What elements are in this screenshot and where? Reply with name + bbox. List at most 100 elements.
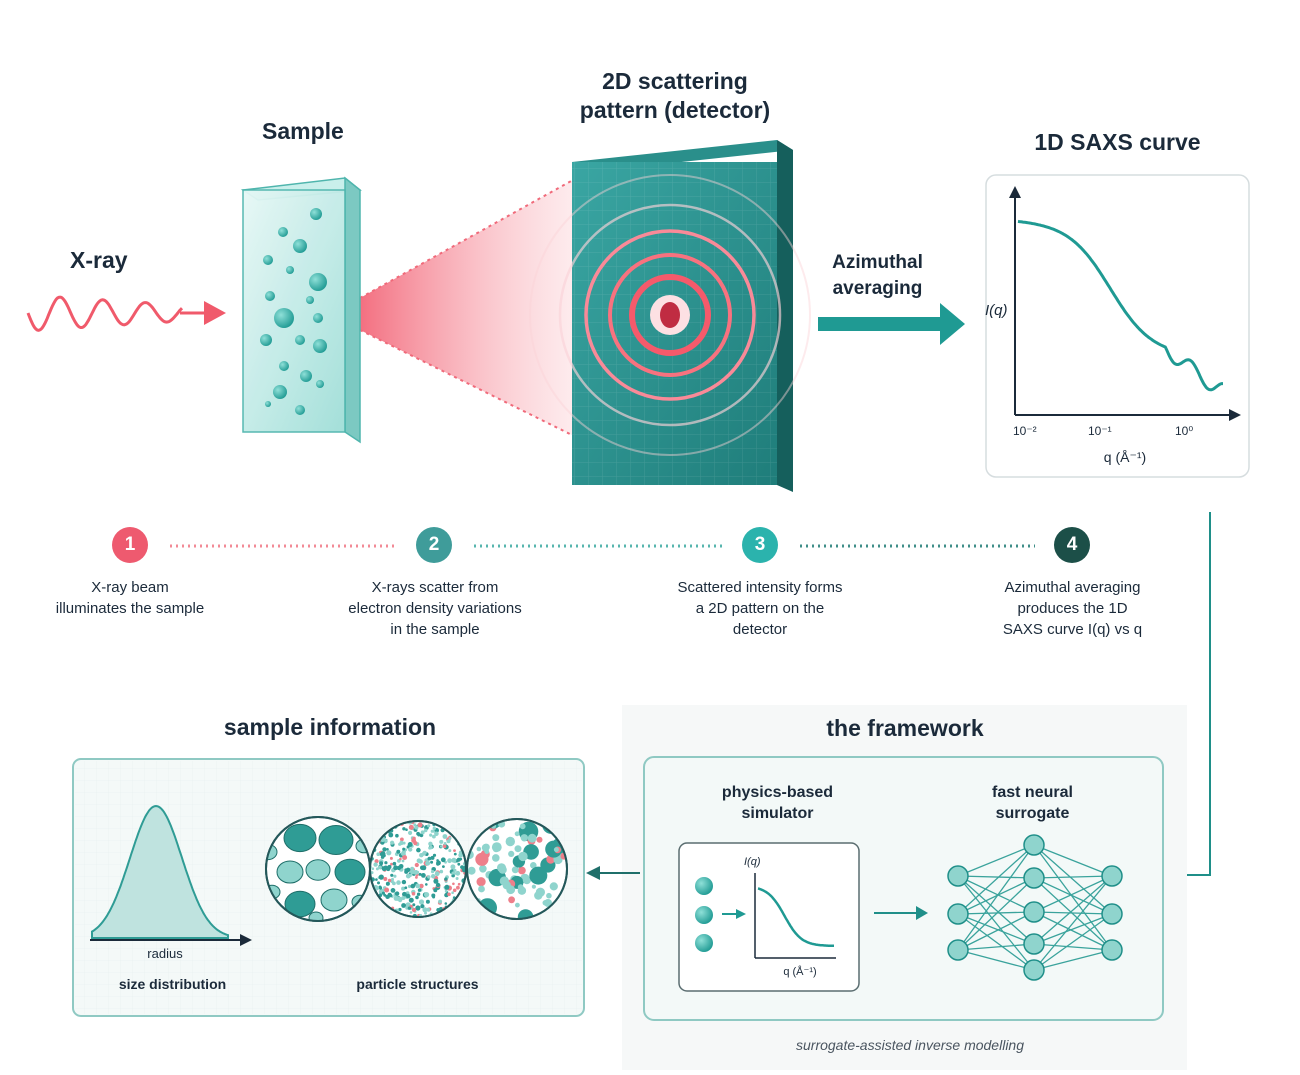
neural-network-icon [947, 834, 1123, 981]
structure-particle [442, 844, 447, 848]
saxs-tick-2: 10⁻¹ [1088, 424, 1112, 438]
structure-particle [415, 905, 421, 911]
radius-label: radius [147, 946, 183, 961]
structure-particle [420, 865, 425, 871]
structure-particle [450, 864, 456, 870]
size-distribution-plot [90, 804, 252, 946]
network-node [1101, 865, 1123, 887]
network-edge [957, 875, 1035, 913]
sample-particle [309, 273, 327, 291]
structure-particle [436, 860, 441, 866]
structure-particle [514, 845, 522, 853]
structure-particle [284, 890, 316, 918]
structure-particle [421, 873, 426, 878]
structure-particle [443, 842, 447, 845]
structure-particle [384, 861, 388, 865]
structure-particle [422, 907, 428, 913]
structure-particle [386, 850, 392, 856]
structure-particle [408, 897, 414, 903]
sample-particle [263, 255, 273, 265]
structure-particle [522, 876, 532, 885]
structure-particle [399, 857, 402, 861]
structure-particle [390, 888, 396, 893]
structure-particle [393, 895, 399, 901]
structure-particle [402, 891, 407, 897]
structure-particle [393, 865, 398, 871]
structure-particle [502, 881, 511, 890]
structure-particle [518, 851, 528, 862]
structure-particle [407, 884, 412, 889]
network-edge [957, 949, 1035, 971]
structure-particle [429, 833, 433, 837]
structure-particle [385, 881, 390, 886]
structure-particle [389, 893, 393, 898]
sample-particle [260, 334, 272, 346]
structure-particle [508, 896, 515, 904]
structure-particle [529, 866, 548, 885]
structure-particle [542, 900, 549, 906]
structure-particle [387, 878, 392, 883]
structure-particle [405, 867, 411, 873]
structure-particle [453, 868, 457, 872]
saxs-xlabel: q (Å⁻¹) [1103, 449, 1147, 465]
structure-particle [412, 836, 416, 840]
structure-particle [411, 891, 416, 896]
structure-particle [453, 852, 457, 856]
structure-particle [520, 834, 528, 842]
structure-particle [475, 852, 489, 866]
structure-particle [425, 883, 428, 886]
structure-particle [318, 825, 354, 855]
network-node [1023, 901, 1045, 923]
sample-particle [313, 313, 323, 323]
network-edge [1033, 913, 1113, 945]
structure-particle [446, 839, 451, 844]
structure-particle [424, 893, 429, 897]
network-edge [1033, 844, 1113, 915]
sample-particle [265, 291, 275, 301]
network-node [947, 865, 969, 887]
structure-particle [442, 865, 445, 868]
structure-particle [517, 909, 534, 919]
structure-particle [515, 902, 520, 908]
sample-particle [316, 380, 324, 388]
xray-wave-icon [26, 295, 226, 332]
network-edge [1033, 877, 1113, 951]
network-node [1023, 834, 1045, 856]
step-1-text: X-ray beam illuminates the sample [55, 579, 205, 617]
structure-particle [373, 862, 378, 867]
structure-particle [492, 834, 500, 842]
network-node [947, 903, 969, 925]
particle-structures [265, 816, 568, 922]
network-edge [957, 844, 1035, 951]
structure-particle [380, 851, 386, 857]
structure-particle [508, 850, 515, 858]
framework-caption: surrogate-assisted inverse modelling [796, 1037, 1024, 1053]
structure-particle [553, 847, 559, 853]
structure-particle [476, 877, 486, 887]
sample-particle [274, 308, 294, 328]
framework-title: the framework [826, 715, 984, 741]
structure-particle [536, 836, 543, 843]
sample-particle [310, 208, 322, 220]
structure-particle [411, 907, 417, 913]
network-edge [957, 844, 1035, 877]
structure-particle [447, 858, 452, 864]
structure-particle [408, 824, 414, 830]
structure-particle [389, 856, 393, 860]
structure-particle [456, 885, 460, 890]
structure-particle [377, 881, 380, 885]
sample-slab [240, 176, 362, 444]
structure-particle [444, 889, 448, 893]
structure-particle [399, 840, 404, 846]
structure-particle [417, 888, 422, 892]
structure-particle [320, 888, 348, 912]
structure-particle [386, 866, 391, 872]
structure-particle [451, 891, 454, 894]
structure-particle [459, 857, 463, 861]
structure-particle [492, 854, 500, 862]
saxs-curve-line [1017, 219, 1223, 392]
network-edge [1033, 875, 1113, 879]
structure-particle [439, 839, 444, 844]
structure-particle [431, 893, 436, 898]
